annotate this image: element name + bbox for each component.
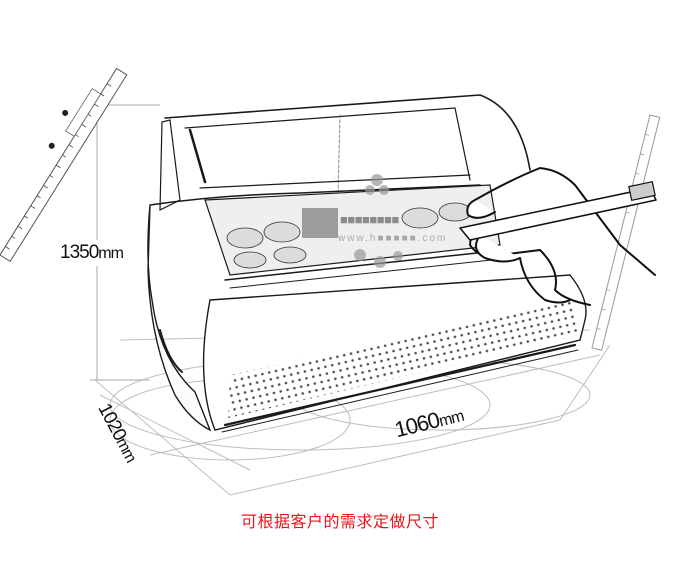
watermark-url: www.h■■■■■.com xyxy=(338,233,448,244)
vertical-ruler xyxy=(591,114,661,351)
perforated-panel xyxy=(228,300,578,418)
height-value: 1350 xyxy=(60,242,99,263)
diagonal-ruler xyxy=(0,67,128,263)
watermark-crown-icon xyxy=(354,174,403,268)
height-dimension-label: 1350mm xyxy=(60,242,124,264)
watermark-logo-text: ■■■■■■■■ xyxy=(340,212,399,227)
height-unit: mm xyxy=(98,245,124,262)
width-unit: mm xyxy=(437,407,466,431)
custom-size-caption: 可根据客户的需求定做尺寸 xyxy=(240,512,439,531)
watermark-logo-icon xyxy=(302,208,338,238)
hand-holding-pencil xyxy=(459,167,657,306)
